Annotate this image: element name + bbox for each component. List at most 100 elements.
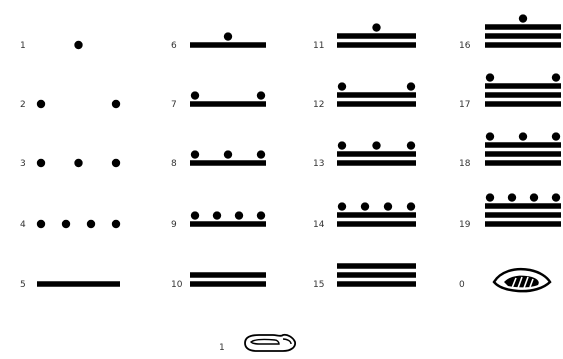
bar [337, 151, 416, 157]
dot [384, 202, 392, 210]
numeral-label-11: 11 [313, 41, 324, 51]
dot [74, 159, 82, 167]
dot [191, 211, 199, 219]
dot [338, 141, 346, 149]
hand-glyph: 1 [219, 335, 295, 353]
numeral-label-1: 1 [20, 41, 26, 51]
bar [337, 281, 416, 287]
dot [552, 132, 560, 140]
numeral-label-13: 13 [313, 159, 324, 169]
numeral-1: 1 [20, 41, 83, 51]
dot [213, 211, 221, 219]
dot [235, 211, 243, 219]
numeral-4: 4 [20, 220, 120, 230]
numeral-8: 8 [171, 150, 266, 169]
numeral-label-12: 12 [313, 100, 324, 110]
dot [407, 202, 415, 210]
bar [190, 221, 266, 227]
bar [337, 42, 416, 48]
dot [62, 220, 70, 228]
bar [485, 42, 561, 48]
numeral-label-3: 3 [20, 159, 26, 169]
bar [337, 221, 416, 227]
bar [337, 33, 416, 39]
bar [485, 92, 561, 98]
numeral-label-16: 16 [459, 41, 471, 51]
numeral-label-8: 8 [171, 159, 177, 169]
numeral-label-4: 4 [20, 220, 26, 230]
numeral-label-9: 9 [171, 220, 177, 230]
dot [361, 202, 369, 210]
dot [191, 91, 199, 99]
numeral-6: 6 [171, 32, 266, 51]
numeral-label-10: 10 [171, 280, 183, 290]
dot [486, 132, 494, 140]
bar [485, 142, 561, 148]
bar [337, 263, 416, 269]
zero-shell-glyph: 0 [459, 269, 550, 291]
bar [337, 160, 416, 166]
dot [508, 193, 516, 201]
numeral-5: 5 [20, 280, 120, 290]
dot [74, 41, 82, 49]
hand-icon [245, 335, 295, 351]
numeral-12: 12 [313, 82, 416, 110]
numeral-3: 3 [20, 159, 120, 169]
bar [485, 83, 561, 89]
dot [552, 193, 560, 201]
bar [485, 101, 561, 107]
numeral-7: 7 [171, 91, 266, 110]
numeral-17: 17 [459, 73, 561, 110]
numeral-15: 15 [313, 263, 416, 290]
bar [485, 24, 561, 30]
dot [37, 100, 45, 108]
dot [257, 150, 265, 158]
numeral-label-6: 6 [171, 41, 177, 51]
dot [407, 82, 415, 90]
dot [257, 211, 265, 219]
bar [485, 160, 561, 166]
dot [372, 23, 380, 31]
numeral-label-15: 15 [313, 280, 324, 290]
numeral-19: 19 [459, 193, 561, 230]
numeral-label-7: 7 [171, 100, 177, 110]
dot [372, 141, 380, 149]
numeral-9: 9 [171, 211, 266, 230]
dot [37, 159, 45, 167]
bar [37, 281, 120, 287]
dot [37, 220, 45, 228]
numeral-label-18: 18 [459, 159, 471, 169]
dot [338, 202, 346, 210]
numeral-label-14: 14 [313, 220, 325, 230]
shell-icon [494, 269, 550, 291]
bar [337, 92, 416, 98]
bar [337, 272, 416, 278]
bar [337, 212, 416, 218]
dot [519, 14, 527, 22]
bar [190, 101, 266, 107]
numeral-label-0: 0 [459, 280, 465, 290]
dot [224, 32, 232, 40]
numeral-10: 10 [171, 272, 266, 290]
dot [519, 132, 527, 140]
bar [485, 203, 561, 209]
hand-glyph-label: 1 [219, 343, 225, 353]
dot [552, 73, 560, 81]
numeral-18: 18 [459, 132, 561, 169]
dot [224, 150, 232, 158]
numeral-label-17: 17 [459, 100, 470, 110]
numeral-label-19: 19 [459, 220, 471, 230]
dot [530, 193, 538, 201]
dot [486, 193, 494, 201]
dot [257, 91, 265, 99]
bar [485, 212, 561, 218]
dot [486, 73, 494, 81]
dot [112, 159, 120, 167]
numeral-13: 13 [313, 141, 416, 169]
numeral-2: 2 [20, 100, 120, 110]
dot [407, 141, 415, 149]
dot [112, 100, 120, 108]
numeral-16: 16 [459, 14, 561, 51]
dot [191, 150, 199, 158]
